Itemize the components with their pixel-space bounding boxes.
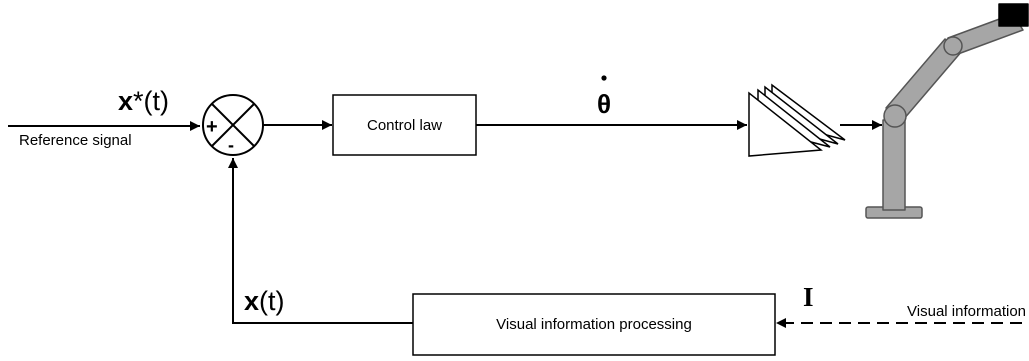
robot-shoulder-joint <box>883 104 907 128</box>
reference-signal-label: Reference signal <box>19 132 132 149</box>
minus-sign: - <box>228 135 234 155</box>
robot-elbow-joint <box>943 36 963 56</box>
reference-signal-symbol: x*(t) <box>118 86 169 116</box>
control-law-block <box>332 94 477 156</box>
theta-dot-symbol: θ <box>597 89 611 119</box>
visual-processing-block <box>412 293 776 356</box>
visual-information-label: Visual information <box>907 303 1026 320</box>
robot-arm <box>865 3 1029 219</box>
image-symbol: I <box>803 282 814 312</box>
visual-processing-label: Visual information processing <box>496 316 692 333</box>
robot-column <box>882 119 906 211</box>
feedback-signal-symbol: x(t) <box>244 286 285 316</box>
amplifier-stack <box>748 83 846 157</box>
theta-dot-marker <box>601 75 607 81</box>
robot-camera <box>998 3 1029 27</box>
control-law-label: Control law <box>367 117 442 134</box>
plus-sign: + <box>206 116 218 138</box>
feedback-line <box>228 158 413 324</box>
